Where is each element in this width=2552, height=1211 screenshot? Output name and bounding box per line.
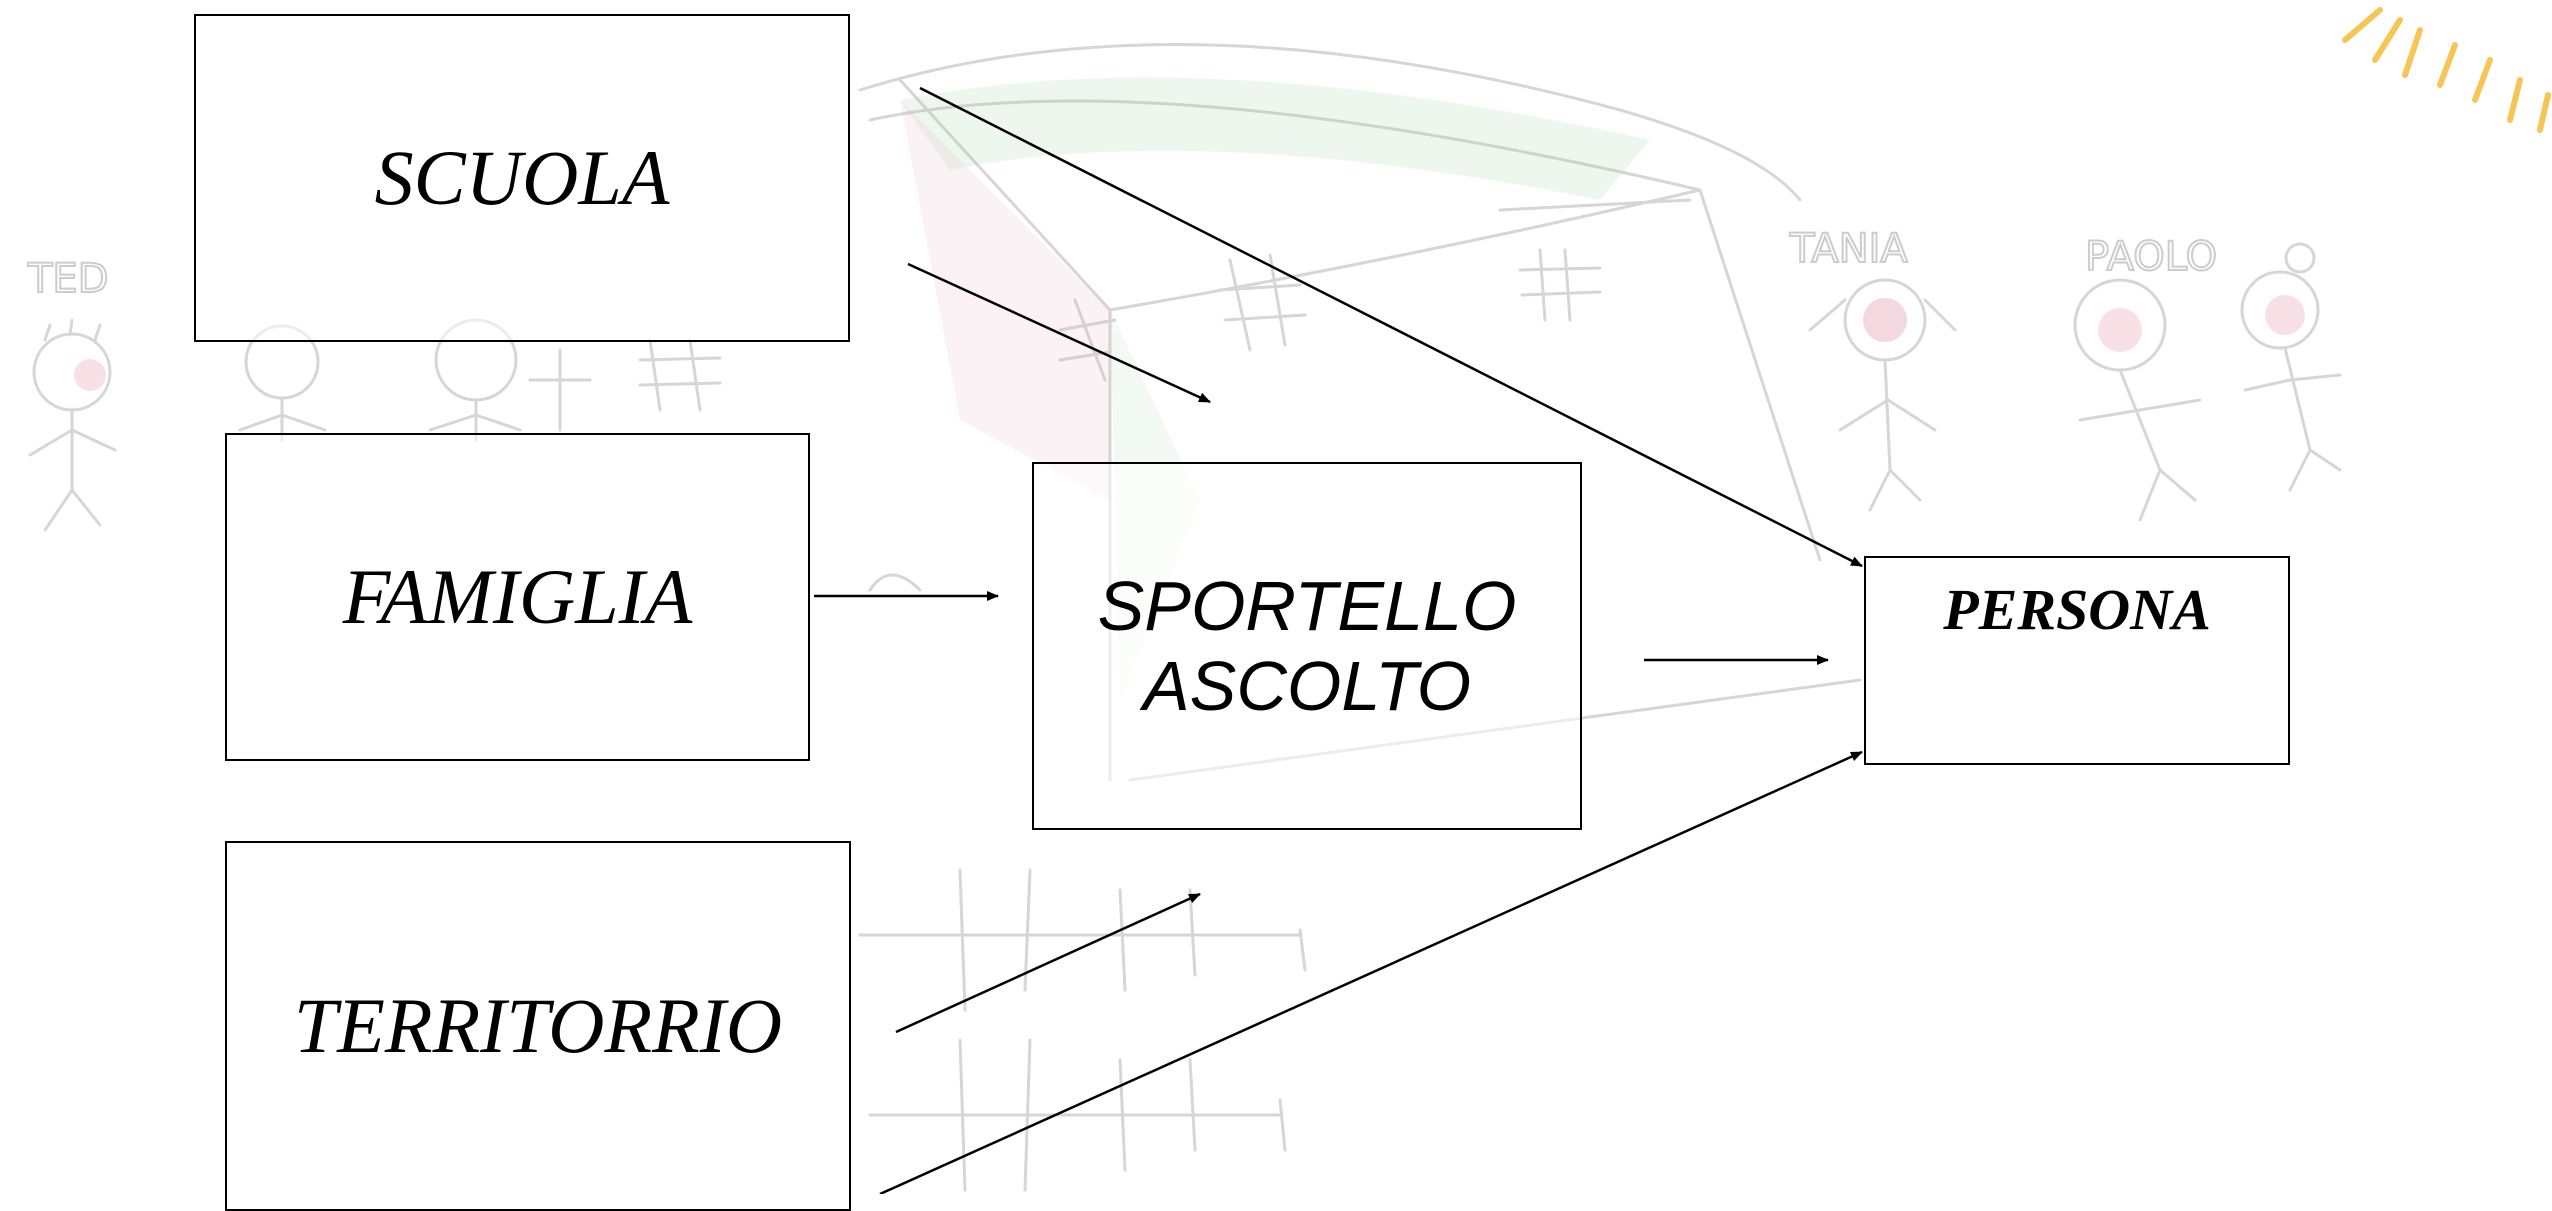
node-persona-label: PERSONA bbox=[1943, 577, 2211, 642]
stick-figure-4 bbox=[2240, 242, 2342, 492]
sketch-name-ted: TED bbox=[27, 256, 109, 302]
sketch-name-paolo: PAOLO bbox=[2085, 234, 2217, 280]
node-scuola-label: SCUOLA bbox=[374, 134, 670, 221]
stick-figure-paolo bbox=[2073, 278, 2202, 522]
node-famiglia: FAMIGLIA bbox=[225, 433, 810, 761]
sketch-name-tania: TANIA bbox=[1789, 226, 1908, 272]
node-sportello-ascolto: SPORTELLO ASCOLTO bbox=[1032, 462, 1582, 830]
node-sportello-label: SPORTELLO ASCOLTO bbox=[1097, 566, 1517, 726]
node-famiglia-label: FAMIGLIA bbox=[342, 553, 693, 640]
node-scuola: SCUOLA bbox=[194, 14, 850, 342]
stick-figure-ted bbox=[28, 318, 117, 532]
sun-rays bbox=[2342, 7, 2551, 133]
node-territorio: TERRITORRIO bbox=[225, 841, 851, 1211]
stick-figure-2 bbox=[238, 324, 327, 442]
node-persona: PERSONA bbox=[1864, 556, 2290, 765]
node-territorio-label: TERRITORRIO bbox=[293, 982, 783, 1069]
